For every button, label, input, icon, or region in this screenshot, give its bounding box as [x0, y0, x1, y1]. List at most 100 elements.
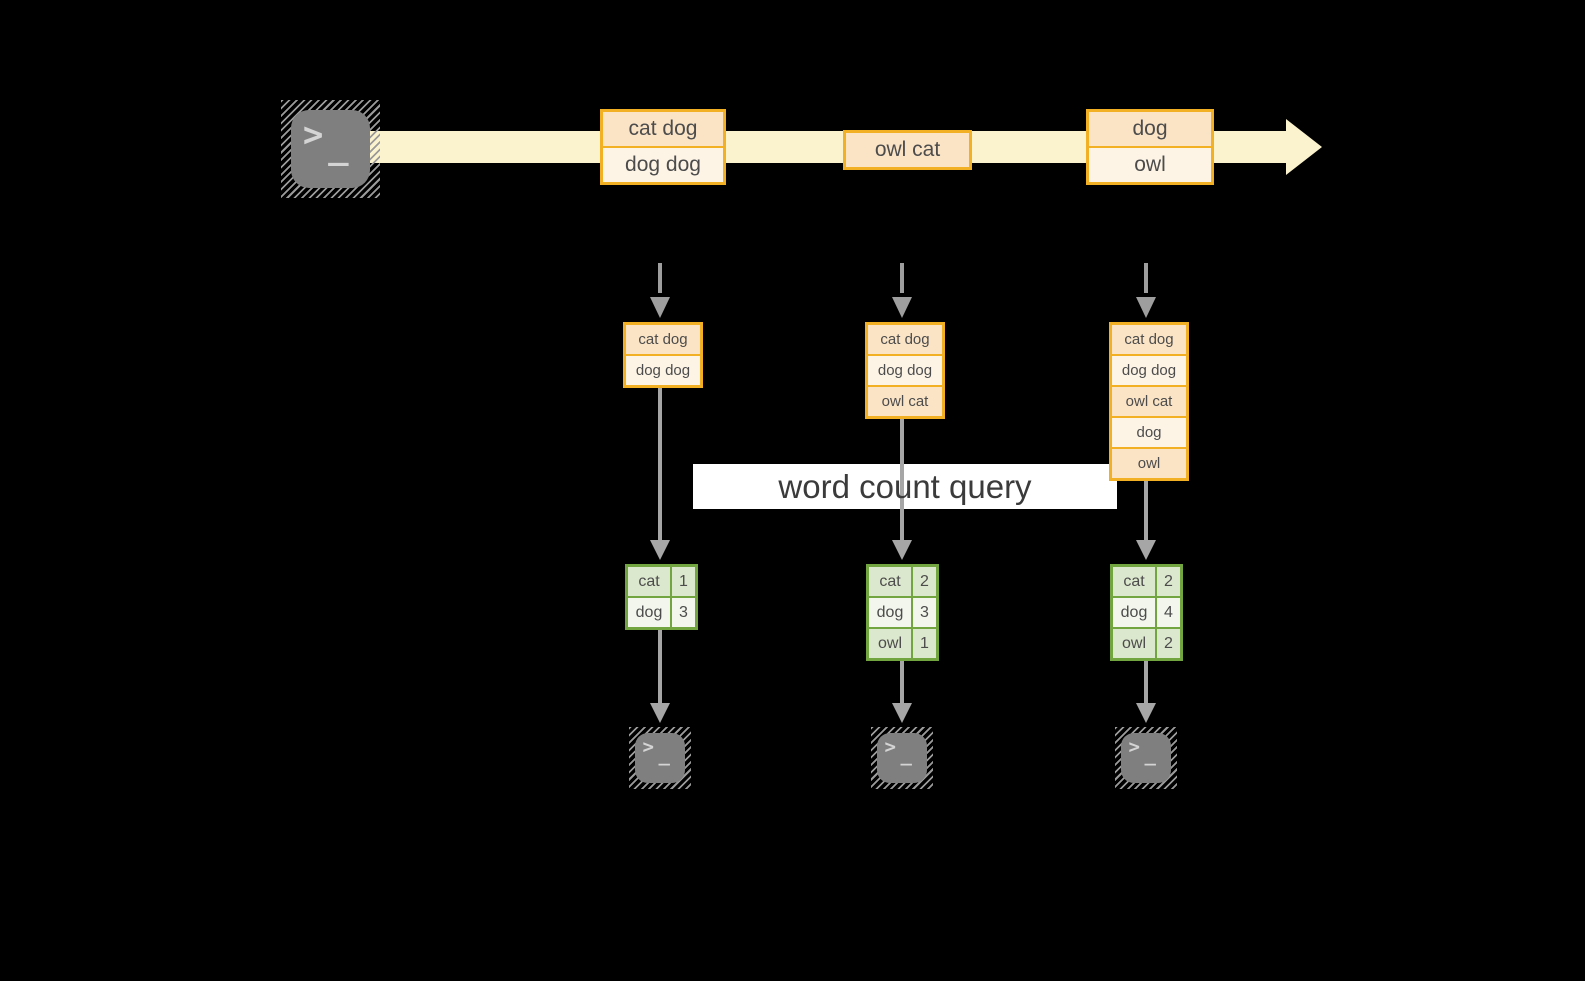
state-record-text: cat dog — [638, 331, 688, 348]
count-row: cat 1 — [628, 567, 695, 596]
arrow-line — [658, 388, 662, 542]
terminal-prompt-chevron-icon: > — [302, 114, 324, 155]
state-box-3: cat dog dog dog owl cat dog owl — [1109, 322, 1189, 481]
state-record-text: owl cat — [1125, 393, 1173, 410]
state-record-text: dog dog — [877, 362, 933, 379]
state-record-text: owl cat — [881, 393, 929, 410]
query-label: word count query — [693, 464, 1117, 509]
terminal-prompt-underscore-icon: _ — [1144, 744, 1156, 766]
state-record: dog dog — [1112, 356, 1186, 385]
count-table-1: cat 1 dog 3 — [625, 564, 698, 630]
state-record: cat dog — [626, 325, 700, 354]
stream-record: owl cat — [846, 133, 969, 167]
state-record: dog dog — [868, 356, 942, 385]
dashed-arrow-line — [900, 263, 904, 293]
count-value-cell: 3 — [672, 598, 695, 627]
state-record-text: dog dog — [1121, 362, 1177, 379]
stream-record-text: dog dog — [625, 153, 701, 176]
count-word-cell: cat — [1113, 567, 1155, 596]
count-table-3: cat 2 dog 4 owl 2 — [1110, 564, 1183, 661]
count-row: cat 2 — [869, 567, 936, 596]
dashed-arrow-head-icon — [650, 297, 670, 318]
count-word-cell: dog — [1113, 598, 1155, 627]
terminal-icon: > _ — [629, 727, 691, 789]
stream-timeline-arrowhead — [1286, 119, 1322, 175]
arrow-head-icon — [892, 703, 912, 723]
terminal-prompt-underscore-icon: _ — [658, 744, 670, 766]
state-record: dog — [1112, 418, 1186, 447]
count-value-cell: 4 — [1157, 598, 1180, 627]
state-record-text: cat dog — [1124, 331, 1174, 348]
dashed-arrow-head-icon — [1136, 297, 1156, 318]
dashed-arrow-line — [1144, 263, 1148, 293]
state-box-2: cat dog dog dog owl cat — [865, 322, 945, 419]
count-row: owl 1 — [869, 629, 936, 658]
arrow-head-icon — [1136, 703, 1156, 723]
count-value-cell: 2 — [1157, 567, 1180, 596]
count-value-cell: 2 — [1157, 629, 1180, 658]
state-record-text: owl — [1137, 455, 1161, 472]
terminal-icon-body: > _ — [291, 110, 370, 188]
state-record-text: dog — [1136, 424, 1162, 441]
query-label-background — [693, 464, 1117, 509]
count-word-cell: dog — [869, 598, 911, 627]
terminal-prompt-underscore-icon: _ — [900, 744, 912, 766]
stream-batch-2: owl cat — [843, 130, 972, 170]
dashed-arrow-head-icon — [892, 297, 912, 318]
arrow-head-icon — [650, 703, 670, 723]
stream-record-text: cat dog — [628, 117, 698, 140]
stream-record-text: dog — [1132, 117, 1168, 140]
count-table-2: cat 2 dog 3 owl 1 — [866, 564, 939, 661]
stream-record-text: owl — [1134, 153, 1166, 176]
arrow-line — [900, 661, 904, 703]
count-value-cell: 2 — [913, 567, 936, 596]
query-label-text: word count query — [778, 467, 1032, 505]
terminal-prompt-underscore-icon: _ — [328, 127, 349, 168]
terminal-icon: > _ — [871, 727, 933, 789]
count-word-cell: cat — [628, 567, 670, 596]
terminal-prompt-chevron-icon: > — [884, 736, 896, 758]
terminal-icon-body: > _ — [1121, 733, 1171, 783]
count-row: dog 4 — [1113, 598, 1180, 627]
count-row: cat 2 — [1113, 567, 1180, 596]
state-record: owl cat — [1112, 387, 1186, 416]
count-word-cell: dog — [628, 598, 670, 627]
stream-record-text: owl cat — [874, 138, 941, 161]
count-word-cell: owl — [869, 629, 911, 658]
terminal-prompt-chevron-icon: > — [1128, 736, 1140, 758]
count-row: dog 3 — [628, 598, 695, 627]
arrow-head-icon — [1136, 540, 1156, 560]
stream-batch-1: cat dog dog dog — [600, 109, 726, 185]
state-record-text: dog dog — [635, 362, 691, 379]
stream-record: owl — [1089, 148, 1211, 182]
arrow-line — [900, 419, 904, 542]
count-value-cell: 1 — [913, 629, 936, 658]
state-record: dog dog — [626, 356, 700, 385]
count-row: dog 3 — [869, 598, 936, 627]
arrow-head-icon — [650, 540, 670, 560]
arrow-head-icon — [892, 540, 912, 560]
count-word-cell: cat — [869, 567, 911, 596]
terminal-icon-body: > _ — [877, 733, 927, 783]
state-record: cat dog — [1112, 325, 1186, 354]
state-record: cat dog — [868, 325, 942, 354]
terminal-icon: > _ — [1115, 727, 1177, 789]
state-record: owl — [1112, 449, 1186, 478]
arrow-line — [658, 630, 662, 703]
count-word-cell: owl — [1113, 629, 1155, 658]
terminal-prompt-chevron-icon: > — [642, 736, 654, 758]
count-value-cell: 3 — [913, 598, 936, 627]
stream-record: dog — [1089, 112, 1211, 146]
state-record-text: cat dog — [880, 331, 930, 348]
state-record: owl cat — [868, 387, 942, 416]
count-row: owl 2 — [1113, 629, 1180, 658]
terminal-icon: > _ — [281, 100, 380, 198]
count-value-cell: 1 — [672, 567, 695, 596]
state-box-1: cat dog dog dog — [623, 322, 703, 388]
stream-record: dog dog — [603, 148, 723, 182]
stream-batch-3: dog owl — [1086, 109, 1214, 185]
stream-record: cat dog — [603, 112, 723, 146]
dashed-arrow-line — [658, 263, 662, 293]
arrow-line — [1144, 661, 1148, 703]
